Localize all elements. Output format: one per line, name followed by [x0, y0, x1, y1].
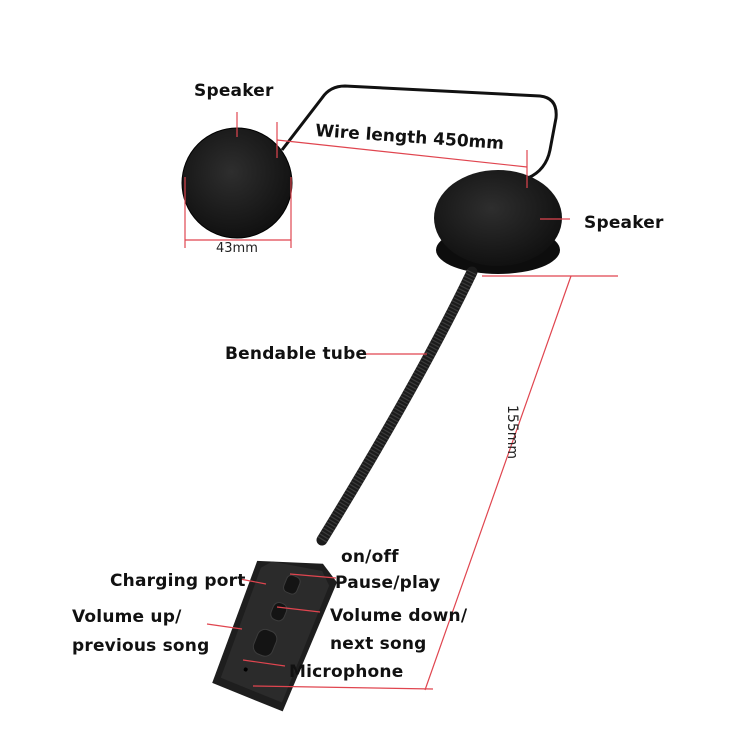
- pause-play-label: Pause/play: [335, 573, 441, 593]
- volume-down-label-line2: next song: [330, 634, 427, 654]
- microphone-label: Microphone: [289, 662, 404, 682]
- charging-port-label: Charging port: [110, 571, 246, 591]
- volume-up-button: [252, 628, 278, 657]
- connecting-wire: [280, 84, 558, 180]
- on-off-label: on/off: [341, 547, 399, 567]
- bendable-tube-label: Bendable tube: [225, 344, 368, 364]
- volume-up-label-line2: previous song: [72, 636, 210, 656]
- microphone-hole: [243, 667, 248, 672]
- speaker-diameter-label: 43mm: [216, 241, 258, 256]
- right-speaker: [434, 170, 562, 274]
- power-button: [282, 574, 301, 595]
- left-speaker: [181, 127, 293, 239]
- volume-up-label-line1: Volume up/: [72, 607, 182, 627]
- left-speaker-label: Speaker: [194, 81, 274, 101]
- callout-lines: [184, 112, 618, 691]
- volume-down-label-line1: Volume down/: [330, 606, 468, 626]
- right-speaker-label: Speaker: [584, 213, 664, 233]
- control-module: [212, 560, 337, 712]
- tube-length-label: 155mm: [504, 405, 520, 459]
